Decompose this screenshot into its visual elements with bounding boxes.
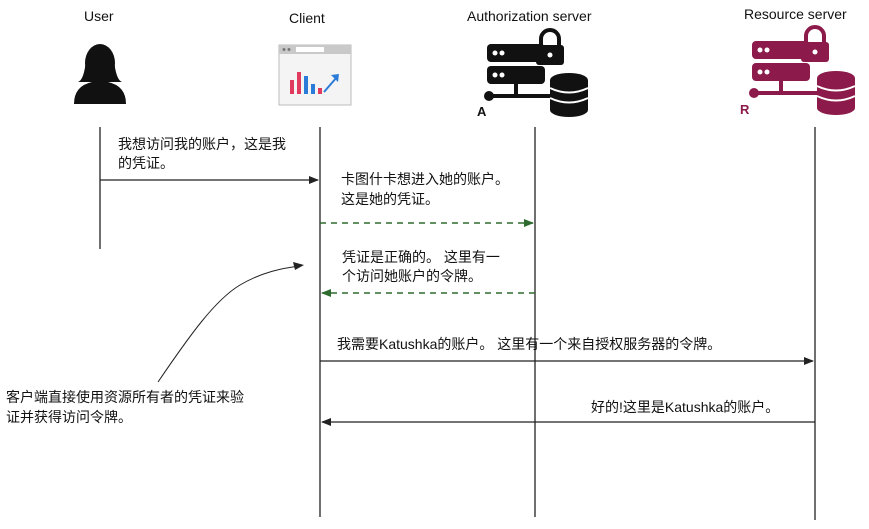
user-icon — [74, 44, 126, 104]
message-1-line-1: 我想访问我的账户，这是我 — [118, 136, 286, 152]
browser-chart-icon — [278, 44, 352, 106]
note-line-2: 证并获得访问令牌。 — [6, 409, 132, 425]
resource-server-icon — [749, 25, 856, 115]
message-4: 我需要Katushka的账户。 这里有一个来自授权服务器的令牌。 — [337, 336, 722, 352]
message-2-line-2: 这是她的凭证。 — [341, 191, 439, 207]
message-3-line-1: 凭证是正确的。 这里有一 — [342, 249, 500, 265]
auth-server-icon — [484, 28, 589, 117]
actor-auth-label: Authorization server — [467, 8, 592, 24]
actor-client-label: Client — [289, 10, 325, 26]
actor-user-label: User — [84, 8, 114, 24]
message-5: 好的!这里是Katushka的账户。 — [591, 399, 780, 415]
actor-resource-label: Resource server — [744, 6, 847, 22]
note-line-1: 客户端直接使用资源所有者的凭证来验 — [6, 389, 244, 405]
message-2-line-1: 卡图什卡想进入她的账户。 — [341, 171, 509, 187]
message-1-line-2: 的凭证。 — [118, 155, 174, 171]
note-connector — [157, 265, 301, 383]
message-3-line-2: 个访问她账户的令牌。 — [342, 268, 482, 284]
resource-server-mark: R — [740, 102, 750, 117]
auth-server-mark: A — [477, 104, 487, 119]
